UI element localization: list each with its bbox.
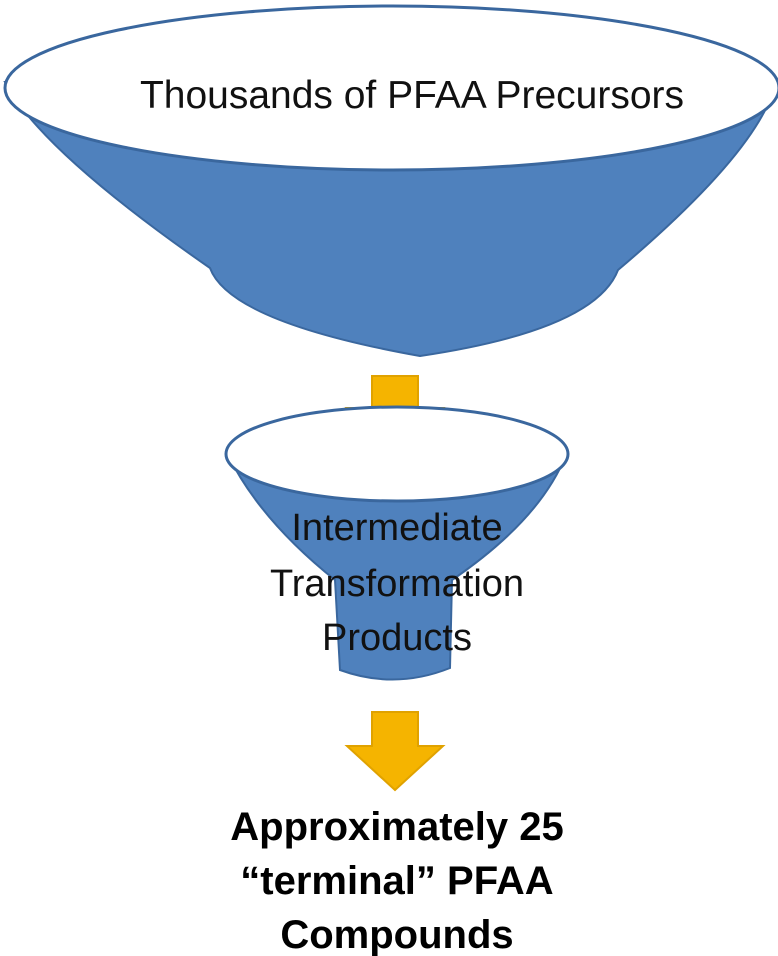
terminal-label-line-2: “terminal” PFAA: [240, 859, 553, 903]
large-funnel-mouth: [3, 4, 778, 172]
intermediates-label-line-3: Products: [322, 617, 472, 659]
terminal-label-line-3: Compounds: [280, 913, 513, 956]
terminal-label-line-1: Approximately 25: [230, 805, 563, 849]
terminal-compounds: Approximately 25 “terminal” PFAA Compoun…: [230, 805, 563, 956]
intermediates-label-line-2: Transformation: [270, 563, 524, 605]
small-funnel-body: [226, 454, 568, 681]
down-arrow-2: [344, 711, 446, 792]
small-funnel-mouth: [224, 405, 570, 503]
large-funnel: Thousands of PFAA Precursors: [3, 4, 778, 358]
precursors-label: Thousands of PFAA Precursors: [140, 74, 684, 117]
intermediates-label-line-1: Intermediate: [291, 507, 502, 549]
small-funnel: Intermediate Transformation Products: [224, 405, 570, 681]
